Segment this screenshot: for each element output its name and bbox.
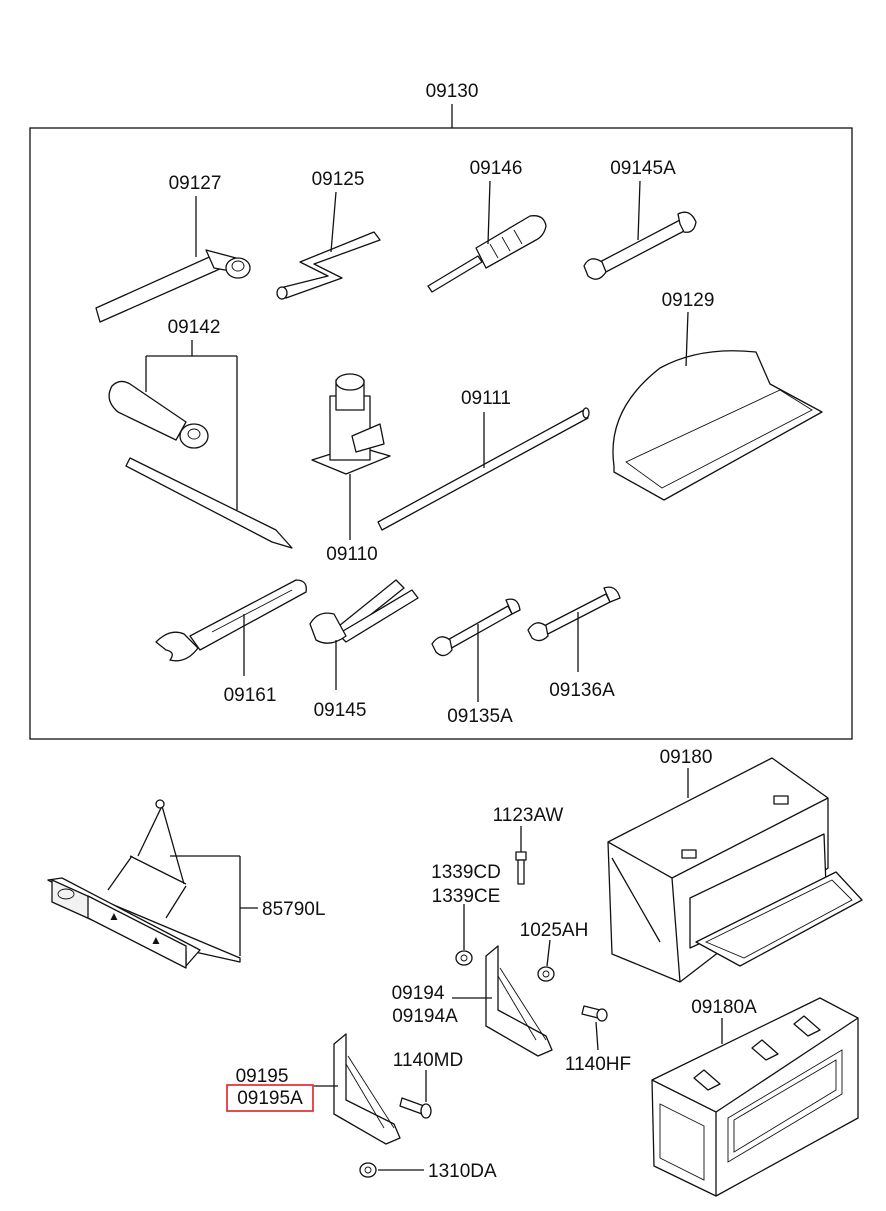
label-09125[interactable]: 09125 — [312, 169, 365, 190]
part-09145-pliers[interactable]: 09145 — [309, 579, 419, 721]
part-1123AW-bolt[interactable]: 1123AW — [493, 805, 564, 885]
part-09161-adjustable-wrench[interactable]: 09161 — [155, 579, 307, 706]
label-09180A[interactable]: 09180A — [691, 997, 757, 1018]
label-09145A[interactable]: 09145A — [610, 158, 676, 179]
label-09127[interactable]: 09127 — [169, 173, 222, 194]
part-09194-bracket[interactable]: 09194 09194A — [392, 945, 553, 1057]
label-09195A[interactable]: 09195A — [237, 1088, 303, 1109]
part-09110-bottle-jack[interactable]: 09110 — [311, 373, 391, 565]
label-1310DA[interactable]: 1310DA — [428, 1161, 497, 1182]
part-1140HF-bolt[interactable]: 1140HF — [565, 1005, 631, 1075]
label-09180[interactable]: 09180 — [660, 747, 713, 768]
part-1310DA-nut[interactable]: 1310DA — [359, 1161, 497, 1182]
label-1140MD[interactable]: 1140MD — [393, 1050, 463, 1071]
label-1339CD[interactable]: 1339CD — [431, 862, 501, 883]
label-09194A[interactable]: 09194A — [392, 1006, 458, 1027]
highlight-box — [226, 1084, 314, 1112]
part-09129-tool-tray[interactable]: 09129 — [612, 290, 823, 501]
label-09136A[interactable]: 09136A — [549, 680, 615, 701]
label-1339CE[interactable]: 1339CE — [432, 886, 501, 907]
part-09135A-spanner[interactable]: 09135A — [431, 598, 521, 727]
label-09146[interactable]: 09146 — [470, 158, 523, 179]
part-85790L-warning-triangle[interactable]: ▲ ▲ 85790L — [47, 799, 325, 969]
label-09129[interactable]: 09129 — [662, 290, 715, 311]
label-09161[interactable]: 09161 — [224, 685, 277, 706]
part-09195-bracket[interactable]: 09195 09195A — [226, 1033, 401, 1145]
svg-text:▲: ▲ — [108, 909, 120, 923]
tool-kit-group: 09130 — [29, 81, 853, 740]
part-09146-screwdriver[interactable]: 09146 — [427, 158, 547, 293]
part-1025AH-washer[interactable]: 1025AH — [520, 920, 589, 982]
tool-kit-frame — [29, 127, 853, 740]
label-09195[interactable]: 09195 — [236, 1066, 289, 1087]
label-1123AW[interactable]: 1123AW — [493, 805, 564, 826]
part-09136A-spanner[interactable]: 09136A — [527, 586, 621, 701]
part-09145A-spanner[interactable]: 09145A — [583, 158, 697, 280]
part-1339CD-nut[interactable]: 1339CD 1339CE — [431, 862, 501, 966]
part-1140MD-bolt[interactable]: 1140MD — [393, 1050, 463, 1119]
label-09142[interactable]: 09142 — [168, 317, 221, 338]
label-1025AH[interactable]: 1025AH — [520, 920, 589, 941]
label-09135A[interactable]: 09135A — [447, 706, 513, 727]
part-09125-crank-rod[interactable]: 09125 — [276, 169, 381, 300]
part-09127-wheel-wrench[interactable]: 09127 — [95, 173, 251, 323]
svg-text:▲: ▲ — [150, 933, 162, 947]
label-09110[interactable]: 09110 — [326, 544, 377, 565]
part-09111-extension-bar[interactable]: 09111 — [377, 388, 590, 531]
label-09111[interactable]: 09111 — [461, 388, 511, 409]
part-09180-storage-box[interactable]: 09180 — [607, 747, 863, 983]
part-09142-screwdriver-set[interactable]: 09142 — [108, 317, 293, 549]
label-1140HF[interactable]: 1140HF — [565, 1054, 631, 1075]
label-09145[interactable]: 09145 — [314, 700, 367, 721]
label-09194[interactable]: 09194 — [392, 983, 445, 1004]
part-09180A-storage-box[interactable]: 09180A — [651, 997, 859, 1197]
label-09130[interactable]: 09130 — [426, 81, 479, 102]
label-85790L[interactable]: 85790L — [262, 899, 325, 920]
